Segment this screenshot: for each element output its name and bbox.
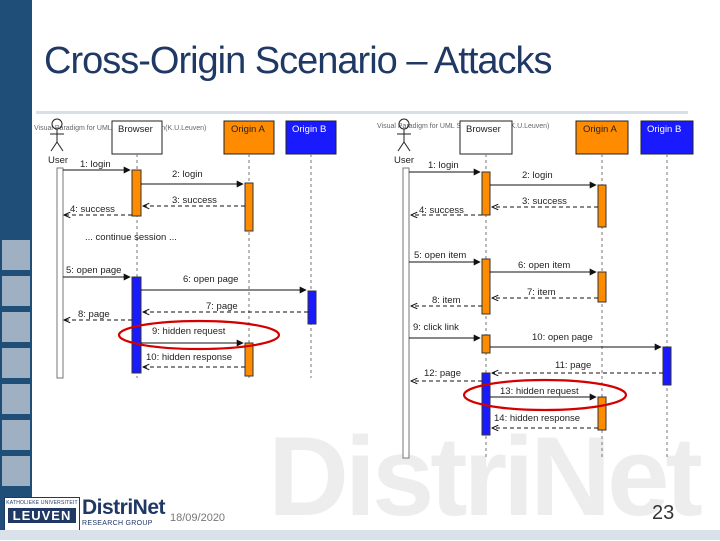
highlight-ellipse bbox=[462, 378, 628, 412]
message-label: 3: success bbox=[172, 195, 217, 206]
activation-user bbox=[402, 167, 410, 459]
decorative-photo bbox=[2, 312, 30, 342]
lifeline-origin-a-label: Origin A bbox=[231, 124, 265, 135]
university-logo: KATHOLIEKE UNIVERSITEIT LEUVEN bbox=[4, 497, 80, 531]
message-label: 2: login bbox=[522, 170, 553, 181]
actor-user-icon bbox=[397, 118, 411, 152]
lifeline-header-browser bbox=[111, 120, 163, 155]
message-label: 4: success bbox=[70, 204, 115, 215]
message-label: 11: page bbox=[555, 360, 591, 371]
left-accent-bar bbox=[0, 0, 32, 540]
message-label: 8: item bbox=[432, 295, 461, 306]
message-label: 3: success bbox=[522, 196, 567, 207]
lifeline-browser-label: Browser bbox=[118, 124, 153, 135]
message-label: 12: page bbox=[424, 368, 461, 379]
decorative-photo bbox=[2, 348, 30, 378]
message-label: 1: login bbox=[80, 159, 111, 170]
actor-user-label: User bbox=[48, 155, 68, 166]
message-label: 10: open page bbox=[532, 332, 593, 343]
message-label: 2: login bbox=[172, 169, 203, 180]
message-label: 14: hidden response bbox=[494, 413, 580, 424]
activation-origin-b bbox=[662, 346, 672, 386]
message-label: 10: hidden response bbox=[146, 352, 232, 363]
left-sequence-diagram: Visual Paradigm for UML Standard Edition… bbox=[34, 118, 337, 379]
activation-browser-a-2 bbox=[481, 258, 491, 315]
decorative-photo bbox=[2, 456, 30, 486]
actor-user-icon bbox=[50, 118, 64, 152]
title-divider bbox=[36, 111, 688, 114]
activation-origin-a bbox=[244, 182, 254, 232]
research-group-logo: DistriNet RESEARCH GROUP bbox=[82, 496, 166, 527]
lifeline-origin-b-label: Origin B bbox=[647, 124, 681, 135]
decorative-photo bbox=[2, 240, 30, 270]
message-label: 4: success bbox=[419, 205, 464, 216]
footer-bar bbox=[0, 530, 720, 540]
slide-title: Cross-Origin Scenario – Attacks bbox=[44, 40, 553, 82]
message-label: 13: hidden request bbox=[500, 386, 579, 397]
decorative-photo bbox=[2, 384, 30, 414]
message-label: 6: open page bbox=[183, 274, 238, 285]
page-number: 23 bbox=[652, 502, 675, 524]
message-label: 9: click link bbox=[413, 322, 459, 333]
university-logo-top-text: KATHOLIEKE UNIVERSITEIT bbox=[6, 500, 78, 506]
activation-origin-b bbox=[307, 290, 317, 325]
message-label: 7: page bbox=[206, 301, 238, 312]
decorative-photo bbox=[2, 420, 30, 450]
message-label: ... continue session ... bbox=[85, 232, 177, 243]
activation-browser-a-3 bbox=[481, 334, 491, 354]
message-label: 6: open item bbox=[518, 260, 570, 271]
lifeline-header-origin-b bbox=[640, 120, 694, 155]
activation-origin-a-3 bbox=[597, 396, 607, 431]
research-group-sub: RESEARCH GROUP bbox=[82, 520, 153, 527]
activation-browser-a bbox=[481, 171, 491, 216]
message-label: 5: open item bbox=[414, 250, 466, 261]
lifeline-origin-b-label: Origin B bbox=[292, 124, 326, 135]
message-label: 7: item bbox=[527, 287, 556, 298]
message-label: 5: open page bbox=[66, 265, 121, 276]
lifeline-browser-label: Browser bbox=[466, 124, 501, 135]
lifeline-header-origin-a bbox=[223, 120, 275, 155]
message-label: 1: login bbox=[428, 160, 459, 171]
activation-origin-a bbox=[597, 184, 607, 228]
activation-user bbox=[56, 167, 64, 379]
right-sequence-diagram: Visual Paradigm for UML Standard Edition… bbox=[377, 118, 694, 459]
decorative-photo bbox=[2, 276, 30, 306]
lifeline-origin-a-label: Origin A bbox=[583, 124, 617, 135]
actor-user-label: User bbox=[394, 155, 414, 166]
university-logo-name: LEUVEN bbox=[8, 508, 76, 523]
message-label: 9: hidden request bbox=[152, 326, 226, 337]
research-group-name: DistriNet bbox=[82, 496, 166, 519]
activation-origin-a-2 bbox=[244, 342, 254, 377]
activation-origin-a-2 bbox=[597, 271, 607, 303]
highlight-ellipse bbox=[117, 319, 281, 351]
slide-date: 18/09/2020 bbox=[170, 512, 226, 524]
activation-browser-a bbox=[131, 169, 142, 217]
message-label: 8: page bbox=[78, 309, 110, 320]
